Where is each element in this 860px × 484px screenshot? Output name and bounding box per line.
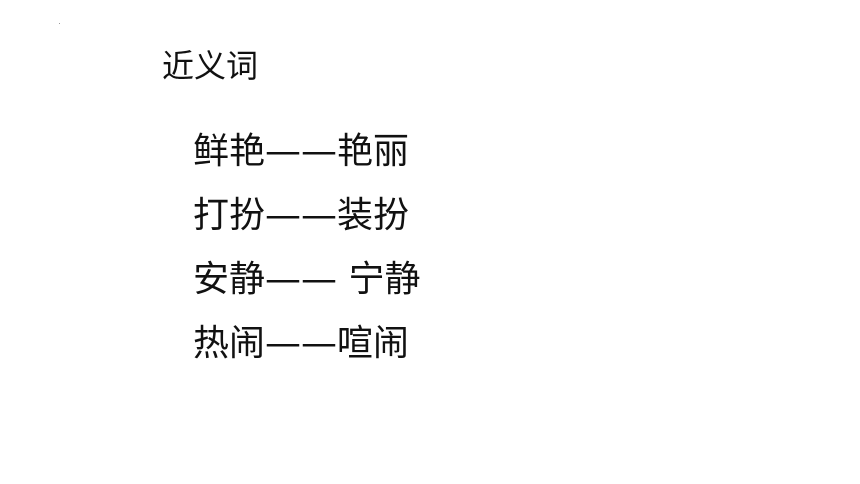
synonym-pair: 打扮——装扮 — [193, 195, 410, 236]
synonym-pair: 安静—— 宁静 — [193, 259, 421, 300]
slide-heading: 近义词 — [162, 47, 259, 85]
synonym-list: 鲜艳——艳丽 打扮——装扮 安静—— 宁静 热闹——喧闹 — [193, 127, 420, 383]
synonym-pair: 鲜艳——艳丽 — [193, 131, 410, 172]
corner-mark — [59, 23, 60, 24]
synonym-pair: 热闹——喧闹 — [193, 323, 410, 364]
